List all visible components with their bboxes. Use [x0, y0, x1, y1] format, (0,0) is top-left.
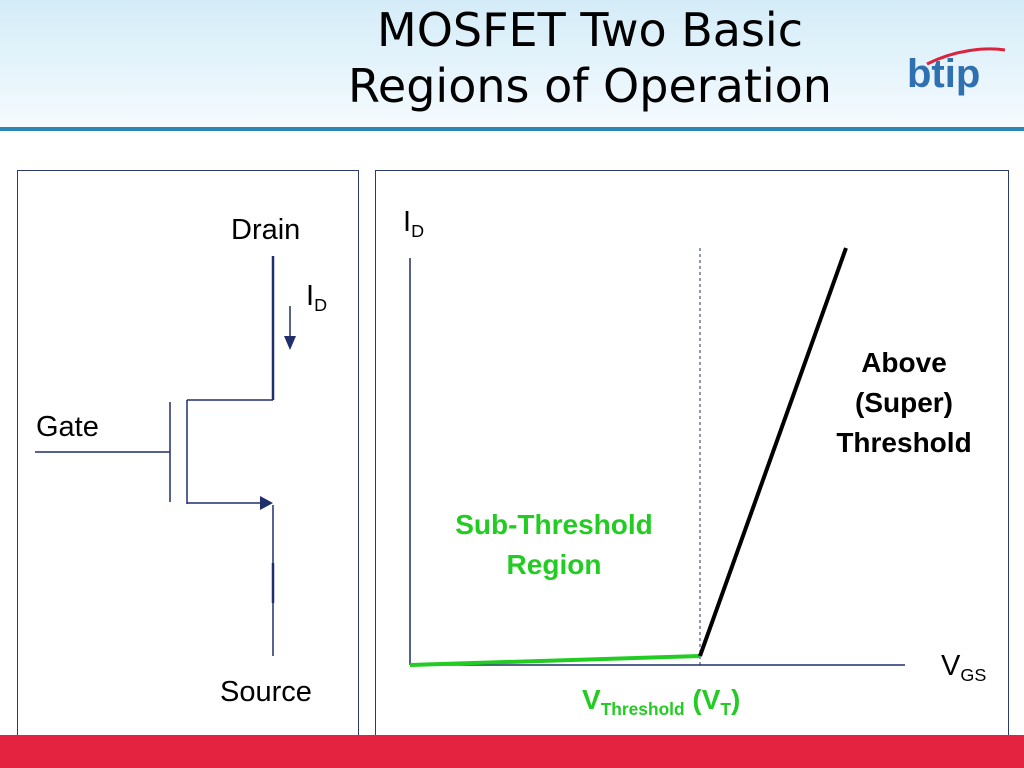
gate-label: Gate: [36, 411, 99, 443]
sub-line-1: Sub-Threshold: [455, 509, 653, 540]
drain-current-label: ID: [306, 280, 328, 316]
above-threshold-curve: [698, 247, 848, 657]
subthreshold-label: Sub-Threshold Region: [424, 505, 684, 585]
source-arrow-icon: [260, 496, 273, 510]
above-line-2: (Super): [855, 387, 953, 418]
slide-title: MOSFET Two Basic Regions of Operation: [290, 2, 890, 114]
slide-header: [0, 0, 1024, 130]
threshold-voltage-label: VThreshold (VT): [582, 684, 741, 720]
above-threshold-label: Above (Super) Threshold: [814, 343, 994, 463]
footer-bar: [0, 735, 1024, 768]
logo-swoosh-icon: [926, 47, 1006, 66]
sub-line-2: Region: [506, 549, 602, 580]
circuit-panel: [17, 170, 359, 752]
above-line-1: Above: [861, 347, 947, 378]
above-line-3: Threshold: [836, 427, 972, 458]
title-line-2: Regions of Operation: [348, 59, 832, 113]
logo-text: btip: [907, 52, 981, 96]
x-axis-label: VGS: [941, 650, 987, 686]
header-divider: [0, 127, 1024, 131]
source-label: Source: [220, 676, 312, 708]
current-arrow-icon: [284, 336, 296, 350]
subthreshold-curve: [409, 654, 701, 667]
y-axis-label: ID: [403, 206, 425, 242]
drain-label: Drain: [231, 214, 301, 246]
title-line-1: MOSFET Two Basic: [377, 3, 803, 57]
btip-logo: btip: [905, 42, 1015, 112]
